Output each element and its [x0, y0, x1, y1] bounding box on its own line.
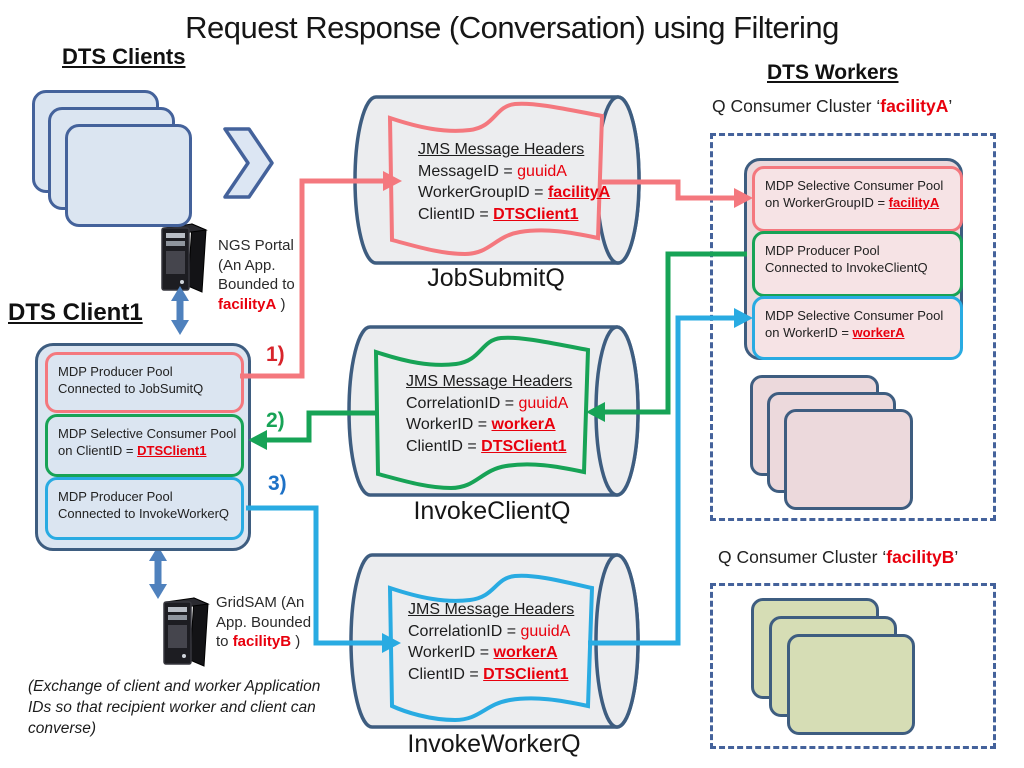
ngs-portal-note: NGS Portal (An App. Bounded to facilityA… — [218, 237, 295, 313]
cluster-facilityb-label: Q Consumer Cluster ‘facilityB’ — [718, 547, 959, 567]
pool-line2: Connected to InvokeClientQ — [765, 260, 928, 275]
step-1-label: 1) — [266, 343, 285, 366]
chevron-right-icon — [223, 127, 274, 199]
double-arrow-client1-gridsam — [149, 546, 167, 599]
pool-line1: MDP Selective Consumer Pool — [765, 178, 944, 193]
pool-line2: Connected to JobSumitQ — [58, 381, 204, 396]
pool-line1: MDP Producer Pool — [58, 364, 173, 379]
worker-card-front — [784, 409, 913, 510]
gridsam-note: GridSAM (An App. Bounded to facilityB ) — [216, 594, 312, 650]
step-3-label: 3) — [268, 472, 287, 495]
pool-line2: on WorkerID = workerA — [765, 325, 905, 340]
cluster-facilitya-label: Q Consumer Cluster ‘facilityA’ — [712, 96, 953, 116]
worker-pool-selective-consumer-group: MDP Selective Consumer Pool on WorkerGro… — [752, 166, 963, 232]
footnote: (Exchange of client and worker Applicati… — [28, 678, 321, 737]
pool-line1: MDP Producer Pool — [58, 489, 173, 504]
step-2-label: 2) — [266, 409, 285, 432]
dts-client1-heading: DTS Client1 — [8, 299, 143, 326]
client-card-front — [65, 124, 192, 227]
client-pool-producer-jobsubmitq: MDP Producer Pool Connected to JobSumitQ — [45, 352, 244, 413]
server-icon-ngs-portal — [161, 223, 207, 293]
jobsubmitq-label: JobSubmitQ — [427, 264, 565, 292]
workerb-card-front — [787, 634, 915, 735]
pool-line1: MDP Producer Pool — [765, 243, 880, 258]
cluster-facilityb-box — [710, 583, 996, 749]
invokeclientq-headers: JMS Message Headers CorrelationID = guui… — [406, 373, 573, 455]
dts-workers-heading: DTS Workers — [767, 61, 899, 84]
pool-line2: on ClientID = DTSClient1 — [58, 443, 207, 458]
double-arrow-client1-ngs — [171, 286, 189, 335]
server-icon-gridsam — [163, 597, 209, 667]
invokeworkerq-headers: JMS Message Headers CorrelationID = guui… — [408, 601, 575, 683]
worker-pool-producer-invokeclientq: MDP Producer Pool Connected to InvokeCli… — [752, 231, 963, 297]
worker-pool-selective-consumer-worker: MDP Selective Consumer Pool on WorkerID … — [752, 296, 963, 360]
pool-line1: MDP Selective Consumer Pool — [58, 426, 237, 441]
dts-clients-heading: DTS Clients — [62, 44, 186, 69]
slide-title: Request Response (Conversation) using Fi… — [185, 10, 839, 45]
invokeworkerq-label: InvokeWorkerQ — [407, 730, 581, 758]
pool-line1: MDP Selective Consumer Pool — [765, 308, 944, 323]
pool-line2: on WorkerGroupID = facilityA — [765, 195, 940, 210]
client-pool-producer-invokeworkerq: MDP Producer Pool Connected to InvokeWor… — [45, 477, 244, 540]
jobsubmitq-headers: JMS Message Headers MessageID = guuidA W… — [418, 141, 611, 223]
client-pool-selective-consumer: MDP Selective Consumer Pool on ClientID … — [45, 414, 244, 477]
pool-line2: Connected to InvokeWorkerQ — [58, 506, 230, 521]
invokeclientq-label: InvokeClientQ — [413, 497, 571, 525]
